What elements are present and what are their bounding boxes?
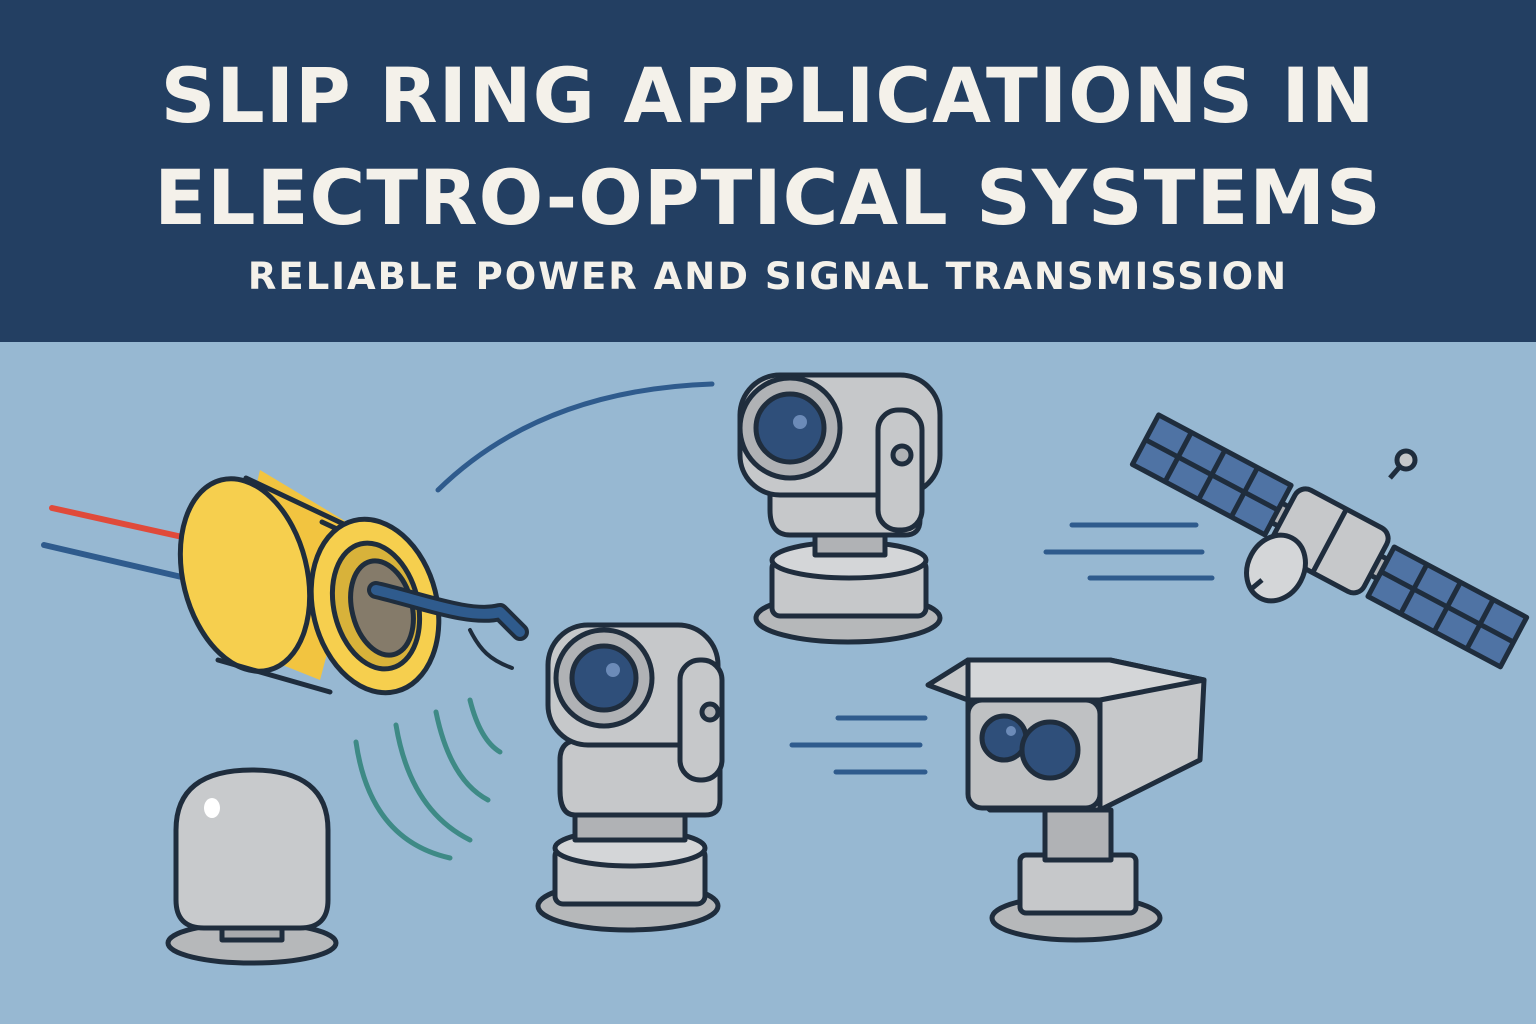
page-title-line-1: SLIP RING APPLICATIONS IN bbox=[160, 51, 1376, 140]
dome-sensor-icon bbox=[165, 767, 339, 966]
page-title-line-2: ELECTRO-OPTICAL SYSTEMS bbox=[154, 153, 1382, 242]
ptz-camera-top-icon bbox=[737, 372, 943, 645]
thermal-camera-icon bbox=[925, 657, 1207, 943]
header-banner: SLIP RING APPLICATIONS IN ELECTRO-OPTICA… bbox=[0, 0, 1536, 342]
ptz-camera-bottom-icon bbox=[535, 622, 725, 933]
signal-waves bbox=[353, 697, 503, 861]
satellite-icon bbox=[1129, 412, 1530, 670]
blue-wire bbox=[41, 542, 189, 581]
slip-ring-icon bbox=[41, 470, 529, 696]
motion-lines-right bbox=[1043, 522, 1215, 581]
motion-lines-center bbox=[789, 715, 928, 775]
red-wire bbox=[49, 505, 199, 543]
page-subtitle: RELIABLE POWER AND SIGNAL TRANSMISSION bbox=[247, 255, 1289, 298]
connection-arc bbox=[435, 381, 715, 493]
